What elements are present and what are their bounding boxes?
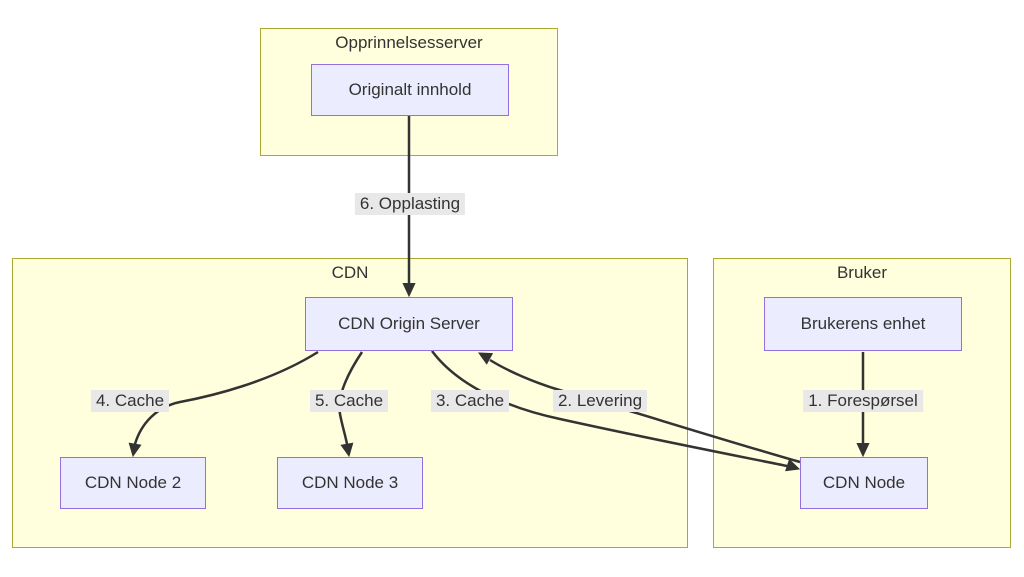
node-cdn-node-2: CDN Node 2 [60,457,206,509]
edge-label-cache-4: 4. Cache [90,390,170,412]
node-cdn-node-2-label: CDN Node 2 [84,473,182,492]
node-cdn-node-label: CDN Node [822,473,906,492]
node-brukerens-enhet-label: Brukerens enhet [800,314,926,333]
cluster-title-opprinnelsesserver: Opprinnelsesserver [335,33,483,52]
node-originalt-innhold: Originalt innhold [311,64,509,116]
edge-cache-5 [338,351,364,445]
node-cdn-node-3: CDN Node 3 [277,457,423,509]
edge-label-opplasting: 6. Opplasting [354,193,466,215]
edge-label-cache-5: 5. Cache [309,390,389,412]
arrowhead-levering [785,458,801,472]
edge-label-cache-3: 3. Cache [430,390,510,412]
edge-cache-4 [133,350,319,445]
node-cdn-origin-server: CDN Origin Server [305,297,513,351]
arrowhead-foresporsel [856,443,870,458]
arrowhead-cache-4 [128,442,142,458]
node-cdn-node-3-label: CDN Node 3 [301,473,399,492]
cluster-title-bruker: Bruker [836,263,888,282]
node-cdn-origin-server-label: CDN Origin Server [338,314,480,333]
arrowhead-cache-3 [477,352,494,365]
node-originalt-innhold-label: Originalt innhold [348,80,472,99]
arrowhead-opplasting [402,283,416,298]
edge-levering [430,350,788,468]
edge-label-foresporsel: 1. Forespørsel [803,390,923,412]
node-cdn-node: CDN Node [800,457,928,509]
node-brukerens-enhet: Brukerens enhet [764,297,962,351]
cluster-title-cdn: CDN [331,263,369,282]
arrowhead-cache-5 [340,442,354,458]
edge-label-levering: 2. Levering [552,390,648,412]
